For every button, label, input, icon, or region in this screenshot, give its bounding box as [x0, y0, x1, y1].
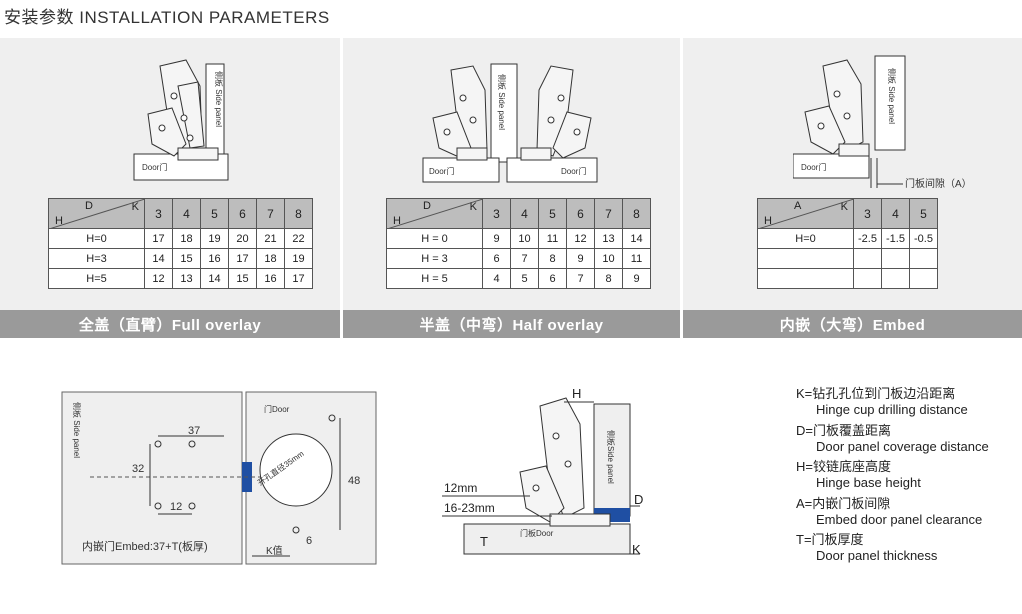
table-col-header: 3	[853, 198, 882, 229]
embed-hinge-diagram: 侧板 Side panel Door门 门板间隙（A）	[793, 55, 972, 190]
door-label: Door门	[801, 162, 826, 172]
table-col-header: 5	[538, 198, 567, 229]
half-overlay-hinge-diagram: 侧板 Side panel Door门 Door门	[422, 63, 598, 183]
side-panel-label: 侧板 Side panel	[887, 68, 897, 124]
gap-label: 门板间隙（A）	[905, 177, 972, 190]
table-col-header: 4	[510, 198, 539, 229]
table-col-header: 3	[144, 198, 173, 229]
door-label: 门Door	[264, 404, 290, 414]
table-col-header: 7	[594, 198, 623, 229]
k-label: K	[632, 542, 641, 557]
table-col-header: 8	[284, 198, 313, 229]
panel-caption: 内嵌（大弯）Embed	[683, 310, 1022, 338]
door-label-left: Door门	[429, 166, 454, 176]
table-col-header: 7	[256, 198, 285, 229]
table-col-header: 4	[881, 198, 910, 229]
section-diagram: H D K T 12mm 16-23mm 侧板Side panel 门板Door	[442, 386, 643, 557]
table-col-header: 3	[482, 198, 511, 229]
dim-48: 48	[348, 475, 360, 487]
side-panel-label: 侧板 Side panel	[497, 74, 507, 130]
table-col-header: 5	[200, 198, 229, 229]
page-title: 安装参数 INSTALLATION PARAMETERS	[4, 8, 330, 27]
side-panel-label: 侧板 Side panel	[72, 402, 82, 458]
table-row	[757, 248, 938, 269]
table-col-header: 5	[909, 198, 938, 229]
dim-12mm: 12mm	[444, 481, 477, 495]
embed-note: 内嵌门Embed:37+T(板厚)	[82, 539, 208, 553]
panel-caption: 半盖（中弯）Half overlay	[343, 310, 680, 338]
table-col-header: 8	[622, 198, 651, 229]
drilling-diagram: 侧板 Side panel 门Door 开孔直径35mm 37 32 12 48…	[61, 391, 377, 565]
table-col-header: 6	[228, 198, 257, 229]
dim-37: 37	[188, 425, 200, 437]
full-overlay-panel: 侧板 Side panel Door门 D K H 3 4 5 6 7 8 H=…	[0, 38, 340, 338]
k-label: K值	[266, 544, 283, 557]
embed-table: A K H 3 4 5 H=0 -2.5-1.5-0.5	[757, 198, 938, 289]
dim-32: 32	[132, 463, 144, 475]
table-corner: D K H	[386, 198, 483, 229]
dim-6: 6	[306, 535, 312, 547]
table-col-header: 4	[172, 198, 201, 229]
embed-panel: 侧板 Side panel Door门 门板间隙（A） A K H 3 4 5 …	[683, 38, 1022, 338]
table-row	[757, 268, 938, 289]
t-label: T	[480, 534, 488, 549]
half-overlay-panel: 侧板 Side panel Door门 Door门 D K H 3 4 5 6 …	[343, 38, 680, 338]
table-col-header: 6	[566, 198, 595, 229]
door-label: Door门	[142, 162, 167, 172]
d-label: D	[634, 492, 643, 507]
door-label: 门板Door	[520, 528, 554, 538]
table-corner: D K H	[48, 198, 145, 229]
door-label-right: Door门	[561, 166, 586, 176]
panel-caption: 全盖（直臂）Full overlay	[0, 310, 340, 338]
h-label: H	[572, 386, 581, 401]
side-panel-label: 侧板Side panel	[606, 430, 616, 484]
full-overlay-hinge-diagram: 侧板 Side panel Door门	[133, 59, 229, 181]
dim-16-23mm: 16-23mm	[444, 501, 495, 515]
side-panel-label: 侧板 Side panel	[214, 71, 224, 127]
table-corner: A K H	[757, 198, 854, 229]
table-row: H=0 -2.5-1.5-0.5	[757, 228, 938, 249]
dim-12: 12	[170, 501, 182, 513]
